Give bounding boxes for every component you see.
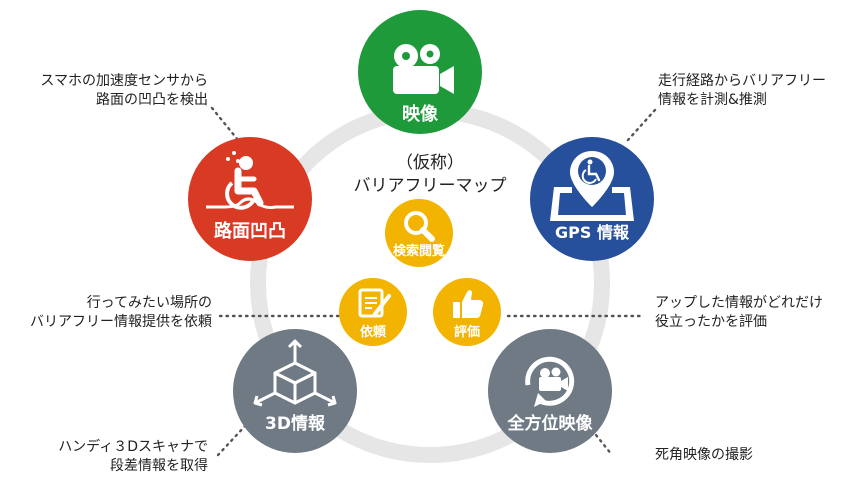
request-note: 行ってみたい場所の バリアフリー情報提供を依頼 [4,294,212,332]
magnifier-icon [404,211,435,242]
center-title-line1: （仮称） [396,153,464,173]
thumbs-up-icon [453,290,484,318]
request-note-line1: 行ってみたい場所の [86,295,212,311]
search-node: 検索閲覧 [385,199,453,267]
scan3d-label: 3D情報 [265,414,325,434]
video-label: 映像 [402,104,438,125]
rate-note: アップした情報がどれだけ 役立ったかを評価 [655,294,855,332]
bump-note-line2: 路面の凹凸を検出 [96,92,208,108]
panorama-label: 全方位映像 [507,414,593,434]
gps-note-line2: 情報を計測&推測 [658,92,767,108]
center-title-line2: バリアフリーマップ [353,176,507,196]
bump-label: 路面凹凸 [214,221,286,242]
gps-label: GPS 情報 [555,223,629,242]
3d-box-icon [253,339,337,407]
rate-note-line2: 役立ったかを評価 [655,314,767,330]
request-label: 依頼 [359,325,386,340]
leader-bump [210,106,240,142]
scan3d-note-line1: ハンディ３Dスキャナで [58,439,208,455]
bump-note-line1: スマホの加速度センサから [40,73,208,89]
request-node: 依頼 [339,278,407,346]
panorama-note: 死角映像の撮影 [655,446,845,465]
rate-label: 評価 [453,325,480,340]
scan3d-note: ハンディ３Dスキャナで 段差情報を取得 [20,438,208,476]
rate-note-line1: アップした情報がどれだけ [655,295,823,311]
scan3d-node: 3D情報 [233,329,357,453]
panorama-node: 全方位映像 [488,329,612,453]
search-label: 検索閲覧 [392,244,445,259]
gps-note: 走行経路からバリアフリー 情報を計測&推測 [658,72,858,110]
bump-node: 路面凹凸 [188,137,312,261]
leader-scan [216,423,248,457]
wheelchair-bump-icon [206,151,294,210]
form-pen-icon [358,288,391,318]
gps-note-line1: 走行経路からバリアフリー [658,73,826,89]
map-pin-wheelchair-icon [550,151,634,221]
video-camera-icon [393,44,454,94]
bump-note: スマホの加速度センサから 路面の凹凸を検出 [10,72,208,110]
scan3d-note-line2: 段差情報を取得 [110,458,208,474]
rate-node: 評価 [433,278,501,346]
request-note-line2: バリアフリー情報提供を依頼 [30,314,212,330]
leader-gps [626,108,657,142]
panorama-note-line1: 死角映像の撮影 [655,447,753,463]
360-camera-icon [525,356,575,407]
gps-node: GPS 情報 [530,137,654,261]
video-node: 映像 [358,10,482,134]
